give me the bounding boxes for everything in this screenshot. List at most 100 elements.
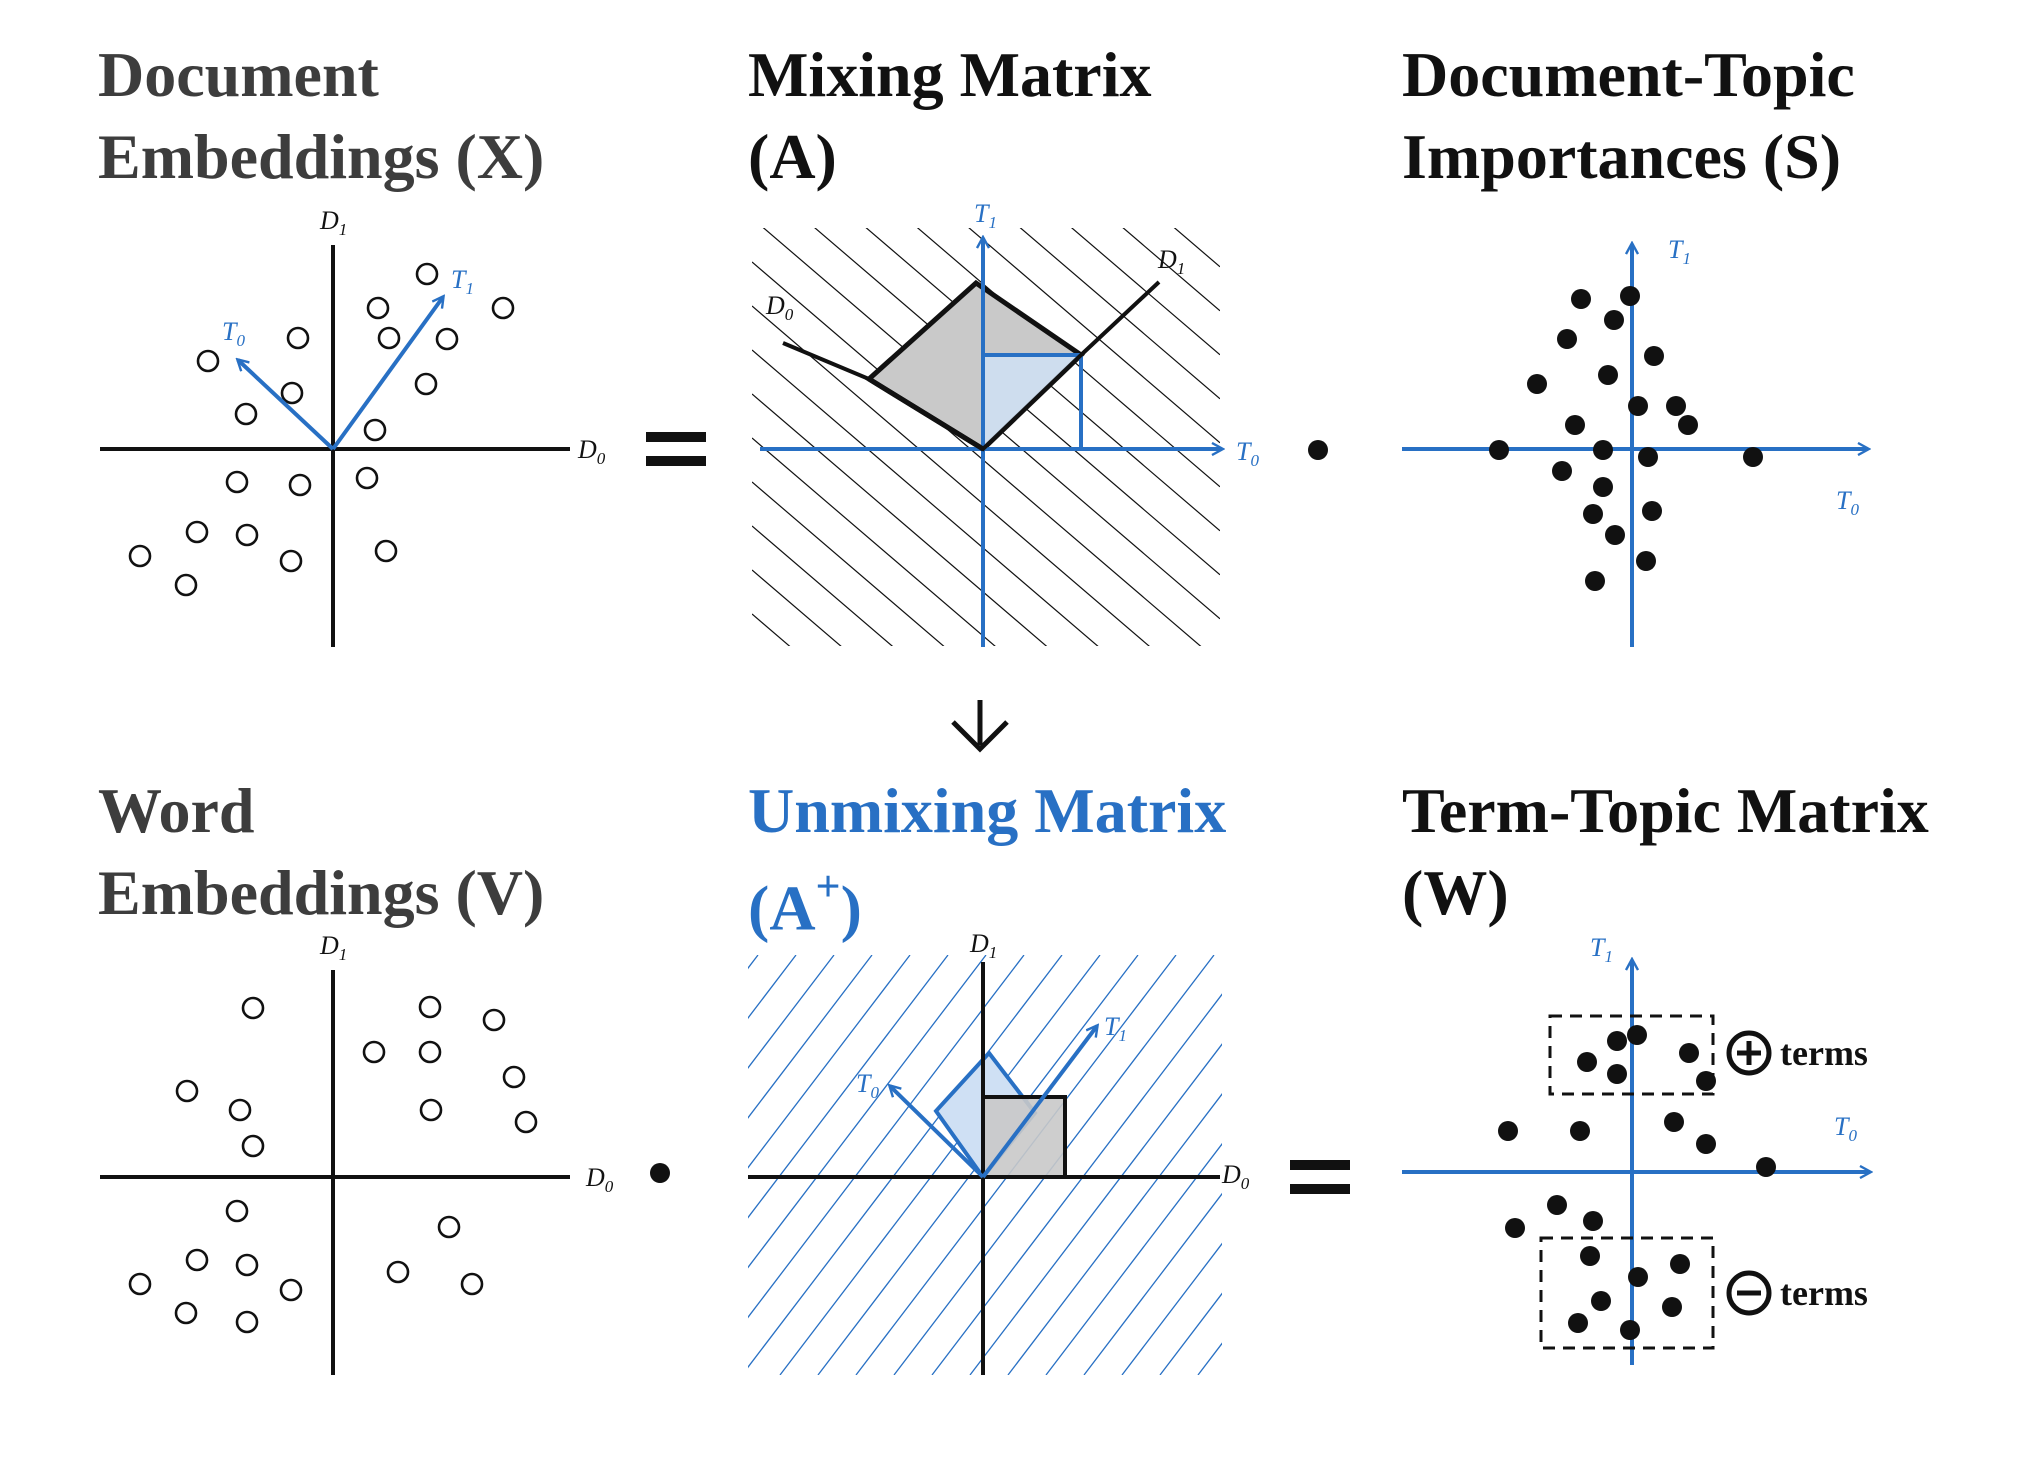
term-topic-point xyxy=(1505,1218,1525,1238)
hatch-line xyxy=(1071,228,1220,356)
plus-circle-icon xyxy=(1726,1030,1772,1076)
document-topic-point xyxy=(1593,440,1613,460)
equals-bar xyxy=(646,456,706,466)
title-mixing-matrix: Mixing Matrix (A) xyxy=(748,34,1151,198)
word-point xyxy=(514,1110,538,1134)
hatch-line xyxy=(1350,955,1670,1375)
document-topic-point xyxy=(1638,447,1658,467)
unmixing-unit-square xyxy=(981,1095,1067,1179)
term-topic-point xyxy=(1583,1211,1603,1231)
document-topic-point xyxy=(1571,289,1591,309)
hatch-line xyxy=(248,955,568,1375)
word-points xyxy=(128,995,538,1334)
hatch-line xyxy=(1388,955,1708,1375)
document-topic-point xyxy=(1552,461,1572,481)
hatch-line xyxy=(752,525,894,646)
axis-label-t1: T1 xyxy=(1590,933,1613,966)
topic-vector-t1 xyxy=(981,1026,1097,1179)
term-topic-point xyxy=(1570,1121,1590,1141)
term-topic-point xyxy=(1577,1052,1597,1072)
title-line: Term-Topic Matrix xyxy=(1402,775,1929,846)
panel-mixing-matrix: D0 D1 T1 T0 xyxy=(752,199,1259,1103)
word-point xyxy=(386,1260,410,1284)
document-topic-point xyxy=(1565,415,1585,435)
document-point xyxy=(234,402,258,426)
axis-label-d0: D0 xyxy=(585,1163,614,1196)
hatch-line xyxy=(1007,1093,1222,1375)
document-topic-point xyxy=(1583,504,1603,524)
word-point xyxy=(437,1215,461,1239)
document-point xyxy=(174,573,198,597)
axis-label-d1: D1 xyxy=(969,929,997,962)
word-point xyxy=(482,1008,506,1032)
hatch-line xyxy=(748,955,987,1269)
axis-label-d0: D0 xyxy=(765,291,794,324)
title-line: Document-Topic xyxy=(1402,39,1855,110)
hatch-line xyxy=(752,393,1048,646)
hatch-line xyxy=(752,569,842,646)
document-point xyxy=(128,544,152,568)
document-point xyxy=(377,326,401,350)
word-point xyxy=(228,1098,252,1122)
title-fragment: (A xyxy=(748,872,816,944)
document-point xyxy=(286,326,310,350)
vector-label-t0: T0 xyxy=(856,1069,879,1102)
term-topic-point xyxy=(1756,1157,1776,1177)
title-line: (A+) xyxy=(748,852,1226,949)
title-term-topic-matrix: Term-Topic Matrix (W) xyxy=(1402,770,1929,934)
panel-unmixing-matrix: D1 D0 T0 T1 xyxy=(248,929,1708,1375)
dot-operator xyxy=(1308,440,1328,460)
panel-term-topic-matrix: T1 T0 terms terms xyxy=(1402,933,1870,1365)
topic-vector-t0 xyxy=(890,1086,985,1179)
document-point xyxy=(225,470,249,494)
positive-terms-box xyxy=(1548,1014,1715,1096)
hatch-lines xyxy=(752,228,1220,1103)
word-point xyxy=(235,1253,259,1277)
minus-circle-icon xyxy=(1726,1270,1772,1316)
axis-label-d1: D1 xyxy=(319,931,347,964)
document-point xyxy=(414,372,438,396)
document-point xyxy=(491,296,515,320)
document-topic-point xyxy=(1604,310,1624,330)
title-unmixing-matrix: Unmixing Matrix (A+) xyxy=(748,770,1226,949)
hatch-line xyxy=(916,228,1220,488)
title-line: (A) xyxy=(748,121,837,192)
word-point xyxy=(362,1040,386,1064)
axis-label-d0: D0 xyxy=(1221,1160,1250,1193)
word-point xyxy=(419,1098,443,1122)
title-line: Importances (S) xyxy=(1402,121,1842,192)
axis-label-d1: D1 xyxy=(1157,245,1185,278)
term-topic-point xyxy=(1628,1267,1648,1287)
document-topic-points xyxy=(1489,286,1763,591)
document-point xyxy=(280,381,304,405)
term-topic-point xyxy=(1679,1043,1699,1063)
document-topic-point xyxy=(1636,551,1656,571)
hatch-line xyxy=(1019,228,1220,400)
equals-bar xyxy=(1290,1184,1350,1194)
document-points xyxy=(128,262,515,597)
hatch-line xyxy=(931,993,1222,1375)
word-point xyxy=(241,1134,265,1158)
word-point xyxy=(128,1272,152,1296)
document-topic-point xyxy=(1489,440,1509,460)
hatch-line xyxy=(362,955,682,1375)
hatch-line xyxy=(969,1043,1222,1375)
word-point xyxy=(175,1079,199,1103)
hatch-line xyxy=(1236,955,1556,1375)
axis-label-t1: T1 xyxy=(1668,235,1691,268)
document-topic-point xyxy=(1628,396,1648,416)
word-point xyxy=(235,1310,259,1334)
document-point xyxy=(279,549,303,573)
axis-label-d0: D0 xyxy=(577,435,606,468)
word-point xyxy=(225,1199,249,1223)
document-topic-point xyxy=(1585,571,1605,591)
title-document-embeddings: Document Embeddings (X) xyxy=(98,34,544,198)
term-topic-point xyxy=(1627,1025,1647,1045)
title-line: Embeddings (X) xyxy=(98,121,545,192)
arrow-head xyxy=(951,720,1009,753)
document-topic-point xyxy=(1598,365,1618,385)
topic-vector-t1 xyxy=(331,297,443,451)
hatch-line xyxy=(752,702,1220,1103)
